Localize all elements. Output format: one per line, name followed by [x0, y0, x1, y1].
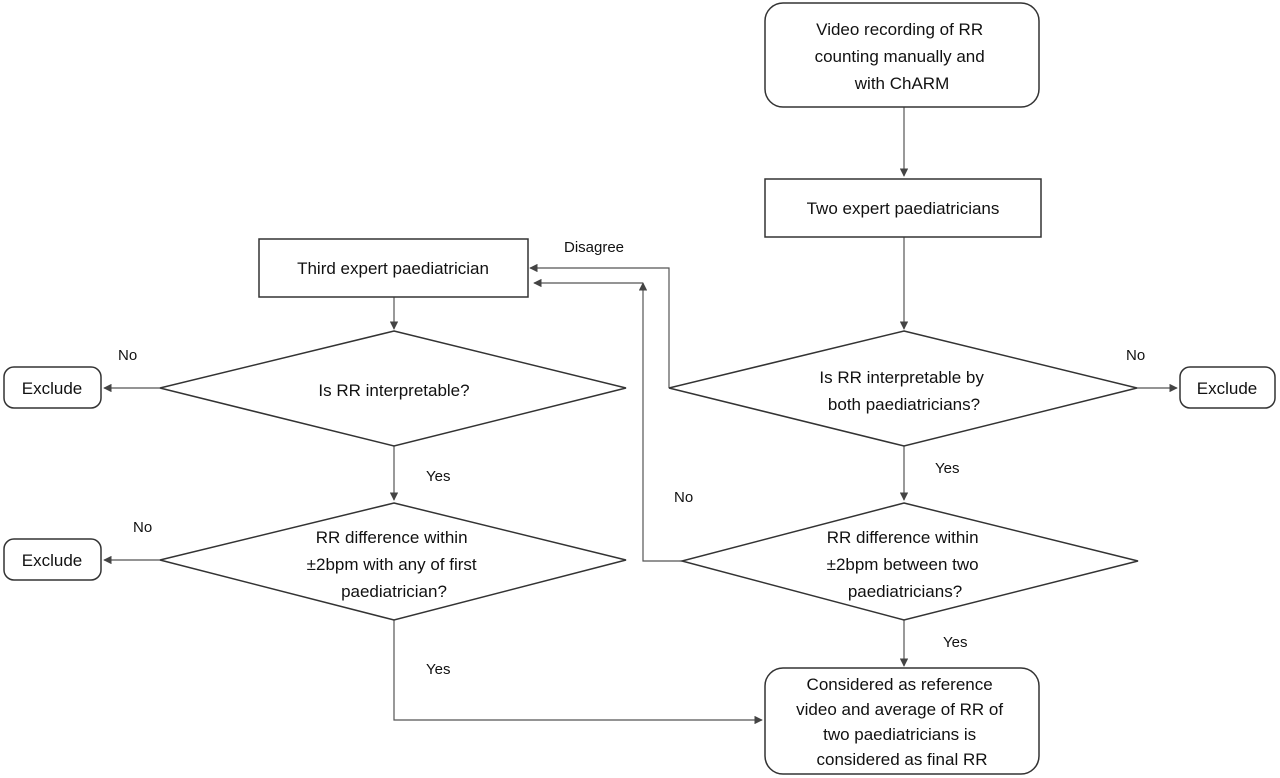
decision-diff-two [679, 502, 1139, 621]
edge-label-no-right: No [1126, 347, 1145, 364]
third-expert-label: Third expert paediatrician [297, 259, 489, 278]
edge-label-no-left-2: No [133, 519, 152, 536]
two-experts-box [764, 178, 1042, 238]
two-experts-label: Two expert paediatricians [807, 199, 1000, 218]
edge-label-disagree: Disagree [564, 239, 624, 256]
edge-label-no-middle: No [674, 489, 693, 506]
diff-two-label: RR difference within ±2bpm between two p… [827, 528, 984, 601]
diff-third-label: RR difference within ±2bpm with any of f… [307, 528, 482, 601]
exclude-left-bottom-label: Exclude [22, 551, 82, 570]
edge-labels: Disagree No Yes No Yes No Yes No Yes [118, 239, 1145, 678]
third-expert-box [258, 238, 529, 298]
edge-label-yes-right-1: Yes [935, 460, 959, 477]
decision-diff-third [159, 502, 627, 621]
exclude-right-box [1179, 366, 1276, 409]
edge-label-no-left-1: No [118, 347, 137, 364]
node-labels: Video recording of RR counting manually … [22, 20, 1257, 769]
connectors [103, 107, 1178, 725]
edge-label-yes-left-2: Yes [426, 661, 450, 678]
start-label: Video recording of RR counting manually … [815, 20, 990, 93]
exclude-left-bottom-box [3, 538, 102, 581]
exclude-left-top-box [3, 366, 102, 409]
decision-both-label: Is RR interpretable by both paediatricia… [819, 368, 988, 414]
start-node [764, 2, 1040, 108]
final-label: Considered as reference video and averag… [796, 675, 1008, 769]
edge-label-yes-left-1: Yes [426, 468, 450, 485]
edge-decision-both-disagree-to-third [529, 263, 670, 388]
exclude-left-top-label: Exclude [22, 379, 82, 398]
decision-third-label: Is RR interpretable? [318, 381, 469, 400]
shapes [3, 2, 1276, 775]
decision-both-interpretable [668, 330, 1138, 447]
edge-diff-third-to-final [393, 620, 763, 725]
final-node [764, 667, 1040, 775]
decision-third-interpretable [159, 330, 627, 447]
edge-diff-two-no-up [638, 282, 682, 562]
edge-label-yes-right-2: Yes [943, 634, 967, 651]
exclude-right-label: Exclude [1197, 379, 1257, 398]
